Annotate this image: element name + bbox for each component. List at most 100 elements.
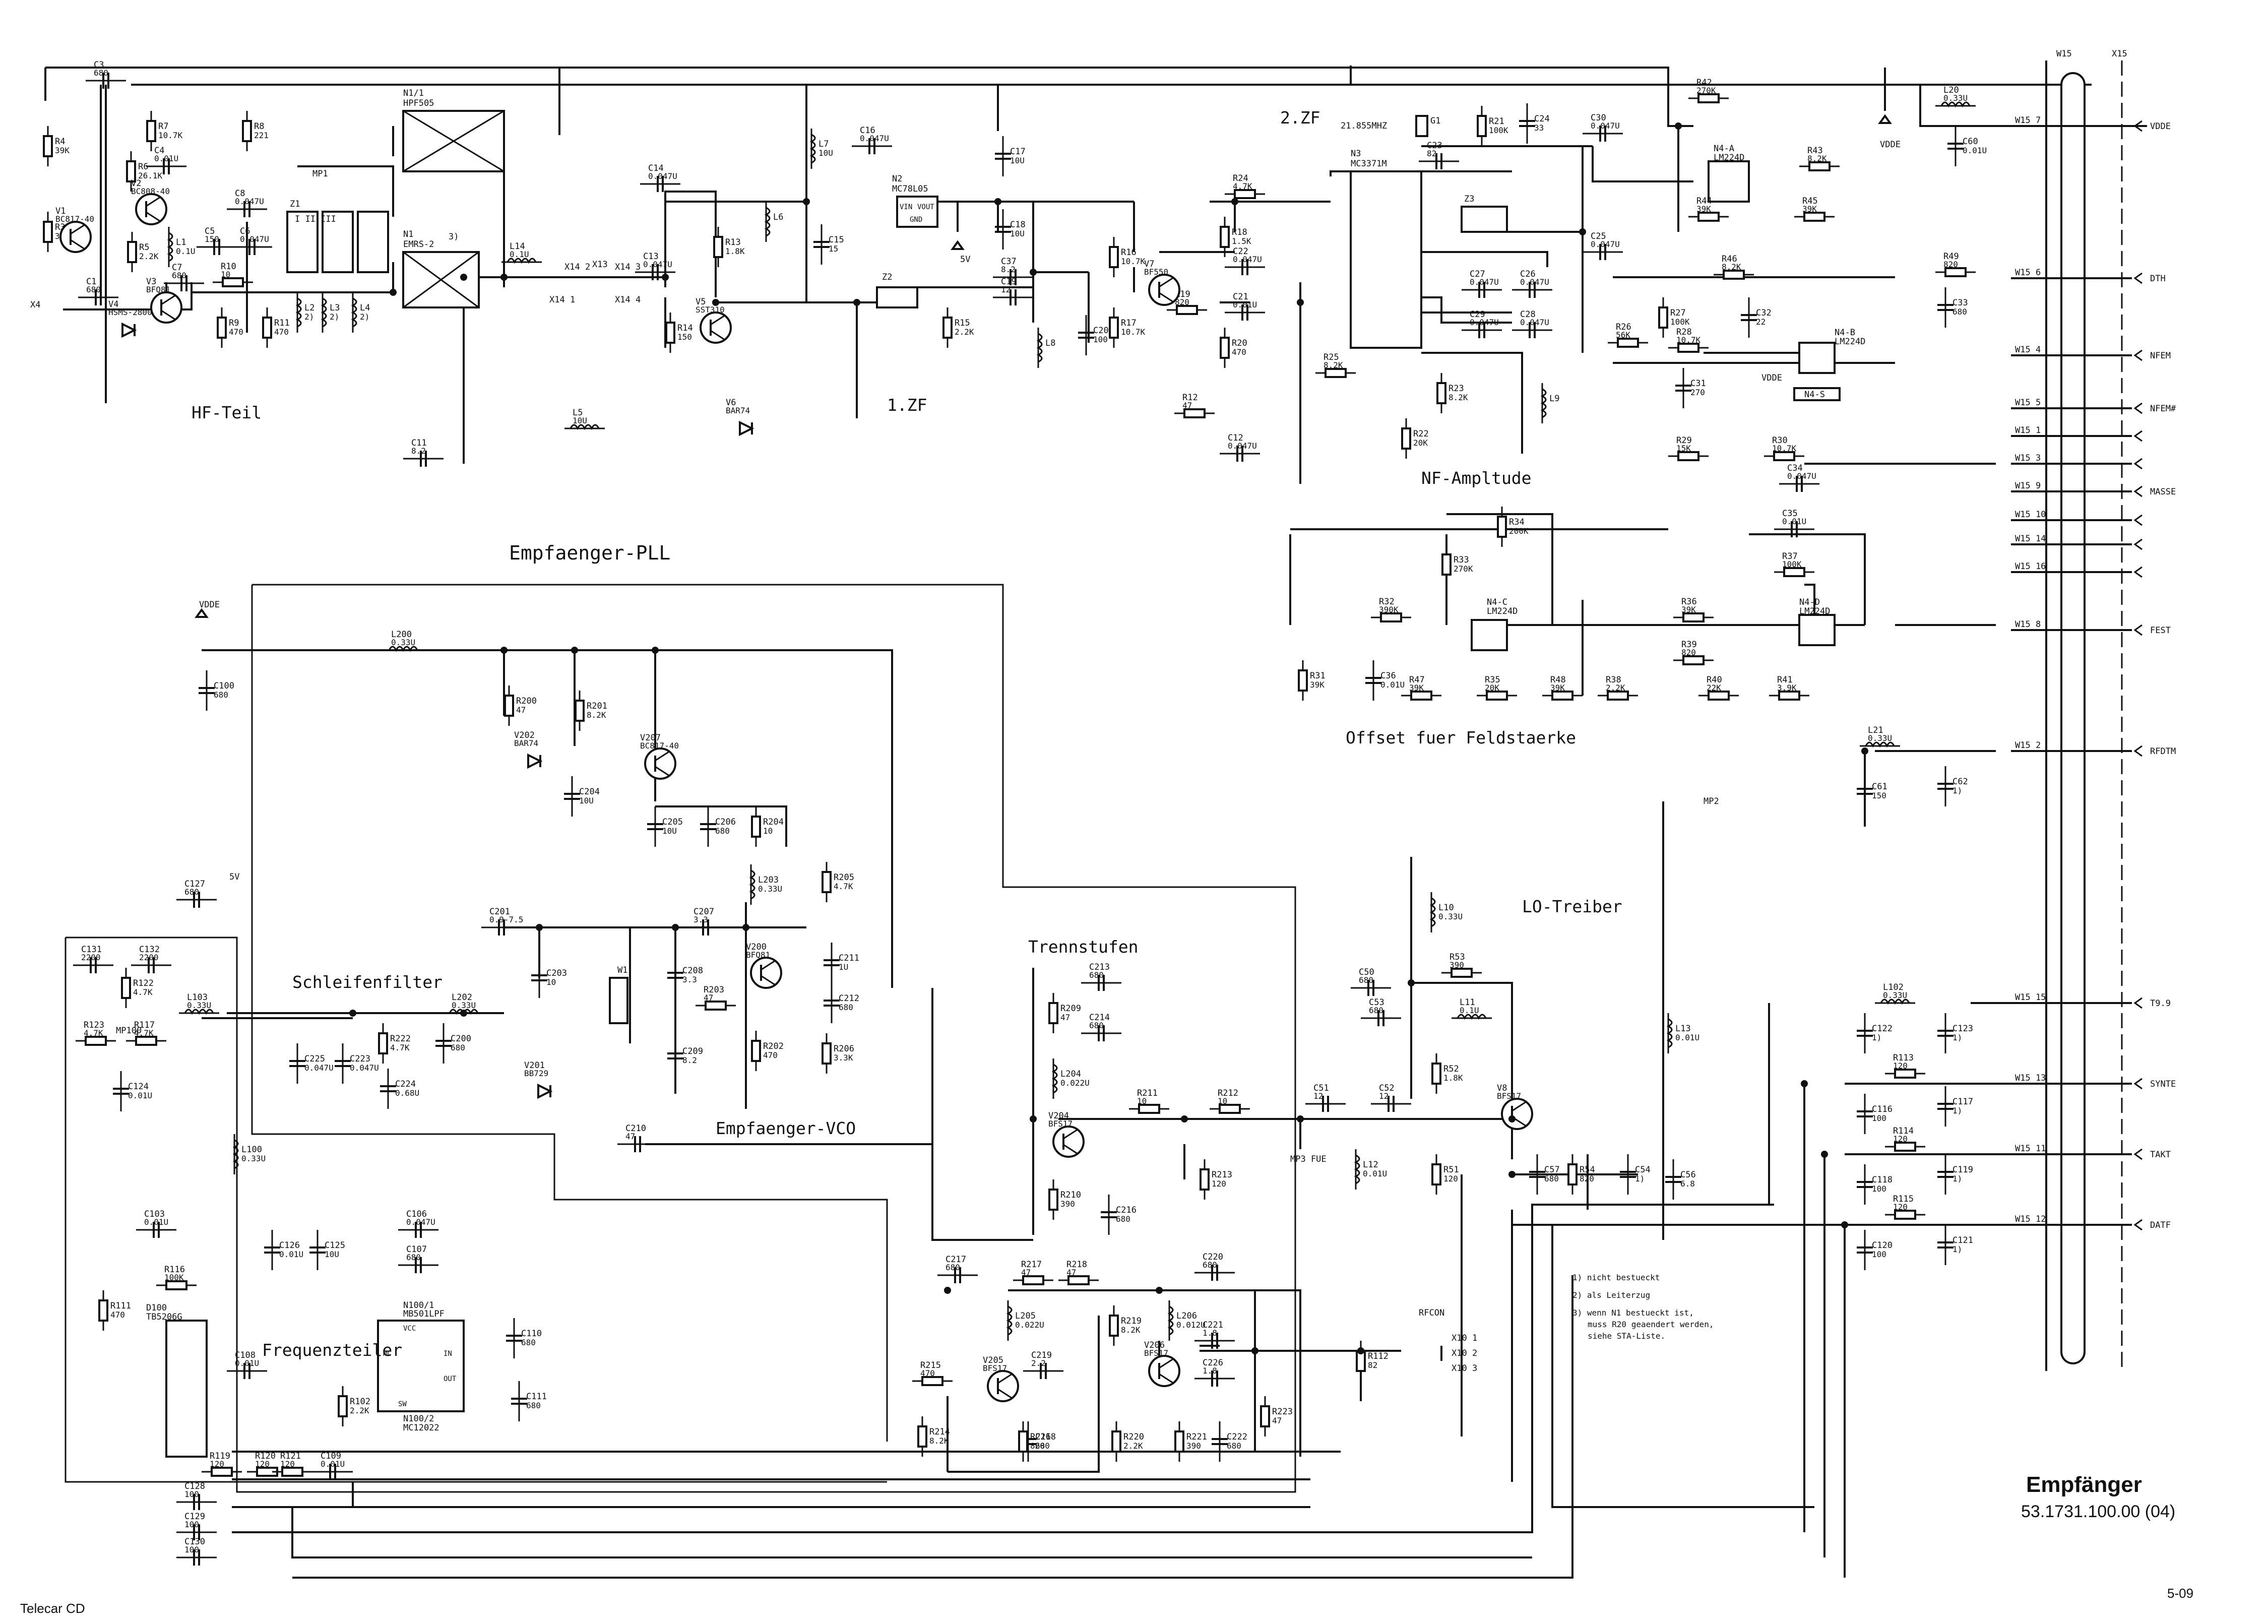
resistor-symbol (1431, 1163, 1441, 1185)
svg-text:C53: C53 (1369, 997, 1384, 1008)
opamp-n4c: N4-C LM224D (1471, 597, 1518, 651)
svg-text:R34: R34 (1509, 517, 1525, 527)
svg-text:Empfaenger-VCO: Empfaenger-VCO (716, 1118, 856, 1138)
junction-dot (536, 924, 543, 931)
svg-text:100: 100 (1872, 1250, 1886, 1259)
svg-text:3.3: 3.3 (694, 915, 708, 924)
svg-text:820: 820 (1943, 260, 1958, 269)
svg-text:Offset fuer Feldstaerke: Offset fuer Feldstaerke (1346, 728, 1576, 747)
svg-text:20K: 20K (1413, 438, 1428, 448)
svg-text:C221: C221 (1203, 1320, 1223, 1330)
svg-text:X14 1: X14 1 (549, 295, 575, 305)
svg-text:L9: L9 (1549, 394, 1559, 404)
junction-dot (1841, 1221, 1848, 1228)
junction-dot (460, 1010, 467, 1017)
svg-text:0.047U: 0.047U (648, 171, 677, 181)
svg-text:0.01U: 0.01U (1233, 300, 1257, 309)
svg-text:3.9K: 3.9K (1777, 683, 1797, 693)
resistor-symbol (1325, 368, 1347, 378)
svg-text:8.2K: 8.2K (1448, 393, 1468, 402)
svg-text:C24: C24 (1534, 114, 1550, 124)
svg-text:R31: R31 (1310, 671, 1326, 681)
svg-text:V6: V6 (726, 398, 736, 408)
svg-text:0.33U: 0.33U (187, 1001, 211, 1010)
svg-text:C16: C16 (860, 126, 875, 136)
svg-text:1.5K: 1.5K (1232, 236, 1251, 246)
svg-text:680: 680 (214, 690, 228, 700)
svg-text:R203: R203 (704, 985, 724, 995)
svg-text:100: 100 (184, 1545, 199, 1554)
svg-text:C7: C7 (172, 263, 182, 273)
svg-text:680: 680 (1203, 1260, 1217, 1270)
connector-arrow-icon (2133, 1148, 2143, 1160)
svg-text:L14: L14 (510, 241, 525, 252)
connector-pin: W15 11 (2015, 1144, 2046, 1154)
ic-n2: N2 MC78L05 VIN VOUT GND (892, 174, 938, 228)
svg-text:R45: R45 (1802, 196, 1818, 206)
connector-signal: TAKT (2150, 1150, 2171, 1160)
svg-text:390: 390 (1186, 1441, 1201, 1451)
svg-text:C23: C23 (1427, 141, 1442, 151)
svg-text:N4-A: N4-A (1714, 144, 1734, 154)
svg-text:VDDE: VDDE (1761, 373, 1782, 383)
svg-text:R53: R53 (1450, 952, 1465, 962)
svg-text:R37: R37 (1782, 551, 1798, 561)
svg-text:R116: R116 (164, 1265, 185, 1275)
svg-text:L203: L203 (758, 875, 779, 885)
connector-arrow-icon (2133, 745, 2143, 757)
resistor-symbol (1048, 1002, 1058, 1024)
junction-dot (1231, 198, 1238, 205)
junction-dot (500, 647, 508, 654)
svg-text:MC: MC (383, 1350, 392, 1358)
svg-text:R111: R111 (110, 1301, 131, 1311)
inductor-symbol (1666, 1018, 1673, 1048)
svg-text:C123: C123 (1952, 1024, 1973, 1034)
resistor-symbol (1220, 337, 1230, 359)
resistor-symbol (378, 1032, 388, 1054)
svg-text:470: 470 (274, 327, 289, 337)
svg-text:C217: C217 (946, 1255, 966, 1265)
junction-dot (571, 647, 578, 654)
svg-text:C25: C25 (1591, 231, 1606, 241)
svg-text:V207: V207 (640, 733, 661, 743)
svg-text:C32: C32 (1756, 308, 1772, 318)
svg-text:0.33U: 0.33U (391, 638, 415, 647)
svg-text:R47: R47 (1409, 675, 1425, 685)
svg-text:N4-B: N4-B (1835, 328, 1855, 338)
svg-text:470: 470 (920, 1368, 935, 1378)
svg-text:R220: R220 (1123, 1432, 1144, 1442)
svg-text:C21: C21 (1233, 292, 1248, 302)
svg-text:SST310: SST310 (696, 305, 725, 315)
inductor-symbol (1880, 998, 1910, 1005)
svg-text:BC817-40: BC817-40 (640, 741, 679, 751)
svg-text:R54: R54 (1580, 1165, 1595, 1175)
svg-text:V200: V200 (746, 942, 767, 952)
svg-text:22: 22 (1756, 317, 1766, 327)
supply-arrow-icon (195, 608, 209, 618)
svg-text:C12: C12 (1228, 433, 1243, 443)
connector-arrow-icon (2133, 120, 2143, 132)
svg-text:1): 1) (1952, 1244, 1962, 1254)
junction-dot (1579, 228, 1586, 235)
resistor-symbol (1219, 1104, 1241, 1114)
junction-dot (1297, 1115, 1304, 1122)
svg-text:V7: V7 (1144, 259, 1154, 269)
